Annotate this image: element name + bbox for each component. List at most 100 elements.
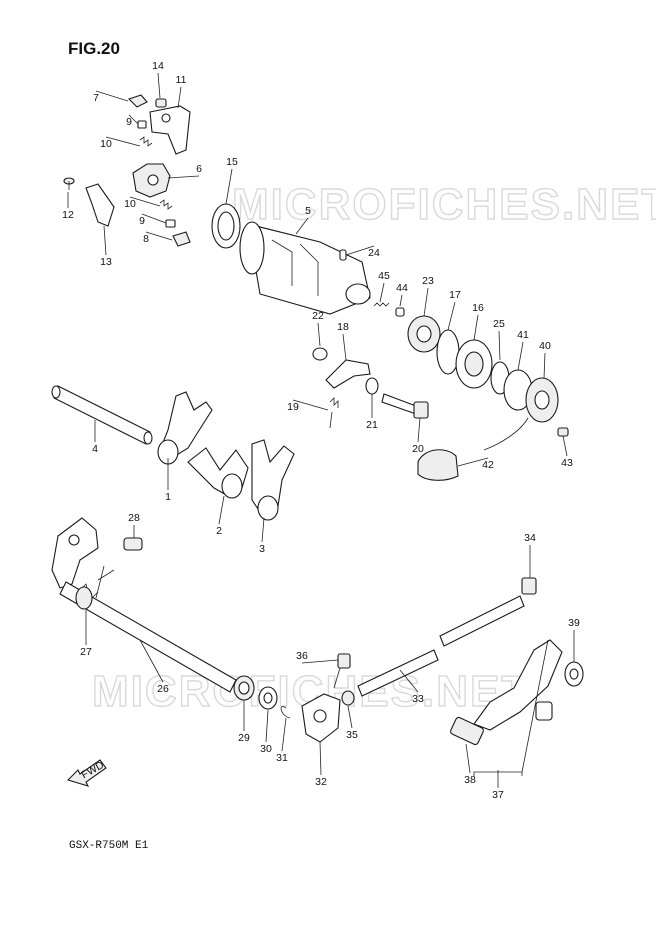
leader-line-13 xyxy=(103,225,107,256)
part-cover-40 xyxy=(483,377,559,451)
fwd-text: FWD xyxy=(79,759,106,782)
callout-29: 29 xyxy=(238,732,250,744)
leader-line-24 xyxy=(345,245,375,256)
part-clip-22 xyxy=(312,347,328,361)
leader-line-35 xyxy=(347,705,353,729)
callout-15: 15 xyxy=(226,156,238,168)
part-screw-12 xyxy=(63,177,75,190)
leader-line-17 xyxy=(447,301,456,331)
callout-39: 39 xyxy=(568,617,580,629)
callout-24: 24 xyxy=(368,247,380,259)
callout-12: 12 xyxy=(62,209,74,221)
part-bearing-15 xyxy=(211,203,241,249)
callout-11: 11 xyxy=(176,74,187,86)
leader-line-3 xyxy=(261,517,265,543)
part-shift-shaft xyxy=(59,581,237,693)
leader-line-7 xyxy=(95,90,129,102)
part-spring-45 xyxy=(373,302,390,307)
leader-line-22 xyxy=(317,322,321,347)
part-spring-10b xyxy=(159,199,173,210)
leader-line-18 xyxy=(342,333,347,361)
callout-7: 7 xyxy=(93,92,99,104)
leader-line-6 xyxy=(167,175,200,179)
part-washer-39 xyxy=(564,661,584,687)
leader-line-43 xyxy=(562,435,568,457)
part-shift-fork-2 xyxy=(187,447,249,499)
part-cam-drum xyxy=(239,221,371,315)
callout-36: 36 xyxy=(296,650,308,662)
leader-line-42 xyxy=(457,457,489,467)
leader-line-26 xyxy=(139,639,164,683)
callout-40: 40 xyxy=(539,340,551,352)
leader-line-16 xyxy=(473,314,479,341)
callout-28: 28 xyxy=(128,512,140,524)
part-stopper-arm xyxy=(127,94,148,108)
callout-33: 33 xyxy=(412,693,424,705)
part-rod-33 xyxy=(357,595,525,697)
fwd-arrow-icon: FWD xyxy=(66,759,107,787)
callout-6: 6 xyxy=(196,163,202,175)
part-pin-9b xyxy=(165,219,176,228)
leader-line-45 xyxy=(379,282,385,303)
figure-title: FIG.20 xyxy=(68,39,120,58)
callout-30: 30 xyxy=(260,743,272,755)
part-switch-28 xyxy=(123,537,143,551)
part-shift-lever xyxy=(450,639,563,746)
watermark-top: MICROFICHES.NET xyxy=(232,180,656,229)
leader-line-32 xyxy=(319,741,322,776)
part-stopper-plate xyxy=(149,105,191,155)
part-clip-31 xyxy=(280,706,291,719)
part-lever-32 xyxy=(301,693,341,743)
leader-line-44 xyxy=(399,294,403,307)
leader-line-23 xyxy=(423,287,429,317)
callout-26: 26 xyxy=(157,683,169,695)
callout-13: 13 xyxy=(100,256,112,268)
callout-43: 43 xyxy=(561,457,573,469)
leader-line-11 xyxy=(177,86,182,109)
part-pin-24 xyxy=(339,249,347,261)
callout-27: 27 xyxy=(80,646,92,658)
leader-line-20 xyxy=(417,417,421,443)
callout-10: 10 xyxy=(100,138,112,150)
callout-45: 45 xyxy=(378,270,390,282)
callout-4: 4 xyxy=(92,443,98,455)
leader-line-10 xyxy=(129,196,161,207)
part-washer-21 xyxy=(365,377,379,395)
part-guide-23 xyxy=(407,315,441,353)
part-nut-34 xyxy=(521,577,537,595)
callout-37: 37 xyxy=(492,789,504,801)
leader-line-2 xyxy=(218,495,225,525)
part-bolt-43 xyxy=(557,427,569,437)
leader-line-19 xyxy=(292,399,329,411)
callout-34: 34 xyxy=(524,532,536,544)
callout-labels: 1234567899101011121314151617181920212223… xyxy=(62,60,580,801)
part-nut-35 xyxy=(341,690,355,706)
part-seal-29 xyxy=(233,675,255,701)
leader-line-5 xyxy=(295,217,309,235)
leader-line-9 xyxy=(141,213,167,224)
callout-19: 19 xyxy=(287,401,299,413)
callout-5: 5 xyxy=(305,205,311,217)
group-bracket-37 xyxy=(473,639,549,776)
callout-20: 20 xyxy=(412,443,424,455)
leader-lines xyxy=(67,72,575,788)
part-shift-fork-1 xyxy=(157,391,213,465)
part-shift-fork-3 xyxy=(251,439,295,521)
part-fork-shaft xyxy=(51,385,153,445)
callout-44: 44 xyxy=(396,282,408,294)
part-washer-30 xyxy=(258,686,278,710)
part-pin-9 xyxy=(137,120,147,129)
leader-line-14 xyxy=(157,72,161,99)
leader-line-9 xyxy=(128,114,139,125)
leader-line-25 xyxy=(498,330,501,361)
callout-21: 21 xyxy=(366,419,378,431)
model-code: GSX-R750M E1 xyxy=(69,840,149,852)
callout-14: 14 xyxy=(152,60,164,72)
leader-line-41 xyxy=(517,341,524,371)
leader-line-30 xyxy=(265,709,269,743)
callout-23: 23 xyxy=(422,275,434,287)
part-screw-14 xyxy=(155,98,167,108)
leader-line-36 xyxy=(301,659,339,664)
callout-9: 9 xyxy=(126,116,132,128)
callout-10: 10 xyxy=(124,198,136,210)
